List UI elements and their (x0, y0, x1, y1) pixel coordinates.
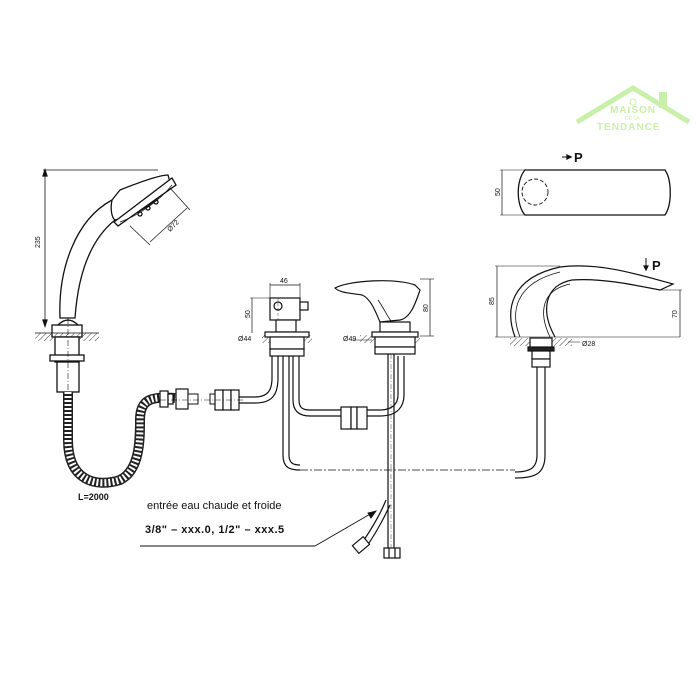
spout-hole-label: Ø28 (582, 341, 595, 348)
mixer-height-label: 80 (423, 304, 430, 312)
inlet-leader-line (140, 510, 378, 547)
diverter-width-label: 46 (280, 278, 288, 285)
spout-top-view (500, 153, 671, 216)
logo-line3: TENDANCE (597, 122, 661, 133)
hose-length-label: L=2000 (78, 492, 109, 502)
mixer-hole-label: Ø49 (343, 336, 356, 343)
diverter-hole-label: Ø44 (238, 336, 251, 343)
logo-line1: MAISON (610, 105, 656, 116)
inlet-note-line1: entrée eau chaude et froide (147, 500, 282, 512)
flexible-hose (63, 345, 279, 488)
inlet-note-line2: 3/8" – xxx.0, 1/2" – xxx.5 (145, 524, 285, 536)
hand-shower-height-label: 235 (35, 236, 42, 248)
spout-depth-label: 50 (495, 188, 502, 196)
maison-de-la-tendance-logo: MAISON DE LA TENDANCE (575, 80, 695, 140)
mixer-valve (334, 278, 434, 559)
spout-top-pressure-label: P (574, 150, 583, 165)
spout-height-label: 85 (489, 297, 496, 305)
diverter-height-label: 50 (245, 310, 252, 318)
hand-shower-diameter-label: Ø72 (166, 219, 180, 233)
hand-shower (35, 167, 191, 393)
coupling-fitting (340, 356, 405, 430)
house-roof-icon (575, 85, 691, 125)
spout-side-pressure-label: P (652, 258, 661, 273)
diverter-valve (250, 283, 345, 471)
logo-line2: DE LA (625, 116, 640, 122)
spout-outlet-height-label: 70 (672, 310, 679, 318)
spout-side-view (495, 258, 682, 479)
